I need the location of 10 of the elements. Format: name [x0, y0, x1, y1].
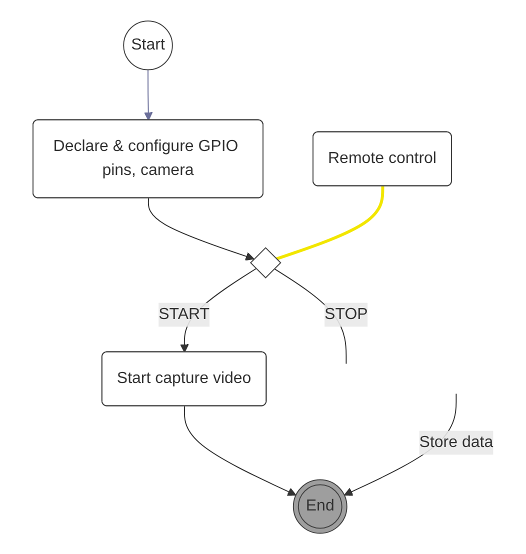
- edge-label: Store data: [419, 434, 494, 451]
- arrow: [144, 69, 153, 121]
- edge-label: START: [158, 306, 210, 323]
- arrow: [148, 198, 254, 260]
- node-circle: Start: [123, 20, 173, 70]
- arrow: [184, 406, 296, 496]
- connector: [276, 186, 384, 260]
- node-circle: End: [292, 479, 348, 534]
- edge-label: STOP: [324, 306, 368, 323]
- node-diamond: [250, 246, 282, 278]
